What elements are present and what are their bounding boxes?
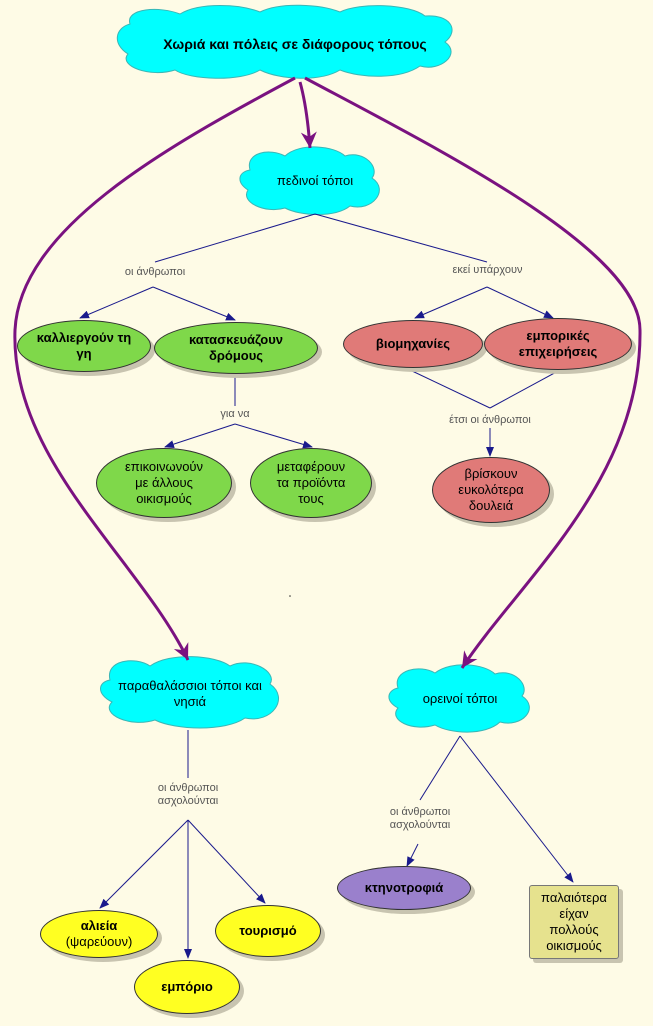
- roads-node: κατασκευάζουν δρόμους: [154, 322, 318, 374]
- tourism-node: τουρισμό: [215, 905, 321, 957]
- fishing-label: αλιεία: [80, 918, 118, 933]
- plains-there-label: εκεί υπάρχουν: [452, 264, 523, 276]
- plains-people-label: οι άνθρωποι: [124, 266, 186, 278]
- livestock-node: κτηνοτροφιά: [337, 866, 471, 910]
- fishing-node: αλιεία (ψαρεύουν): [40, 910, 158, 958]
- industry-node: βιομηχανίες: [343, 320, 483, 368]
- root-cloud: [116, 4, 453, 79]
- mountain-title: ορεινοί τόποι: [422, 691, 498, 706]
- root-title: Χωριά και πόλεις σε διάφορους τόπους: [163, 36, 427, 52]
- transport-node: μεταφέρουν τα προϊόντα τους: [250, 448, 372, 518]
- communicate-node: επικοινωνούν με άλλους οικισμούς: [96, 448, 232, 518]
- farm-node: καλλιεργούν τη γη: [17, 320, 151, 372]
- coastal-title: παραθαλάσσιοι τόποι και νησιά: [118, 678, 262, 709]
- mountain-people-label: οι άνθρωποι ασχολούνται: [389, 806, 451, 831]
- plains-title: πεδινοί τόποι: [276, 173, 354, 188]
- plains-thus-label: έτσι οι άνθρωποι: [449, 414, 531, 426]
- plains-cloud: [239, 146, 380, 215]
- business-node: εμπορικές επιχειρήσεις: [484, 318, 632, 370]
- coastal-cloud: [100, 656, 280, 729]
- fishing-note: (ψαρεύουν): [65, 934, 133, 949]
- history-node: παλαιότερα είχαν πολλούς οικισμούς: [529, 885, 619, 959]
- coastal-people-label: οι άνθρωποι ασχολούνται: [157, 782, 219, 807]
- plains-so-label: για να: [220, 408, 250, 420]
- jobs-node: βρίσκουν ευκολότερα δουλειά: [432, 457, 550, 523]
- trade-node: εμπόριο: [134, 960, 240, 1014]
- mountain-cloud: [388, 664, 530, 733]
